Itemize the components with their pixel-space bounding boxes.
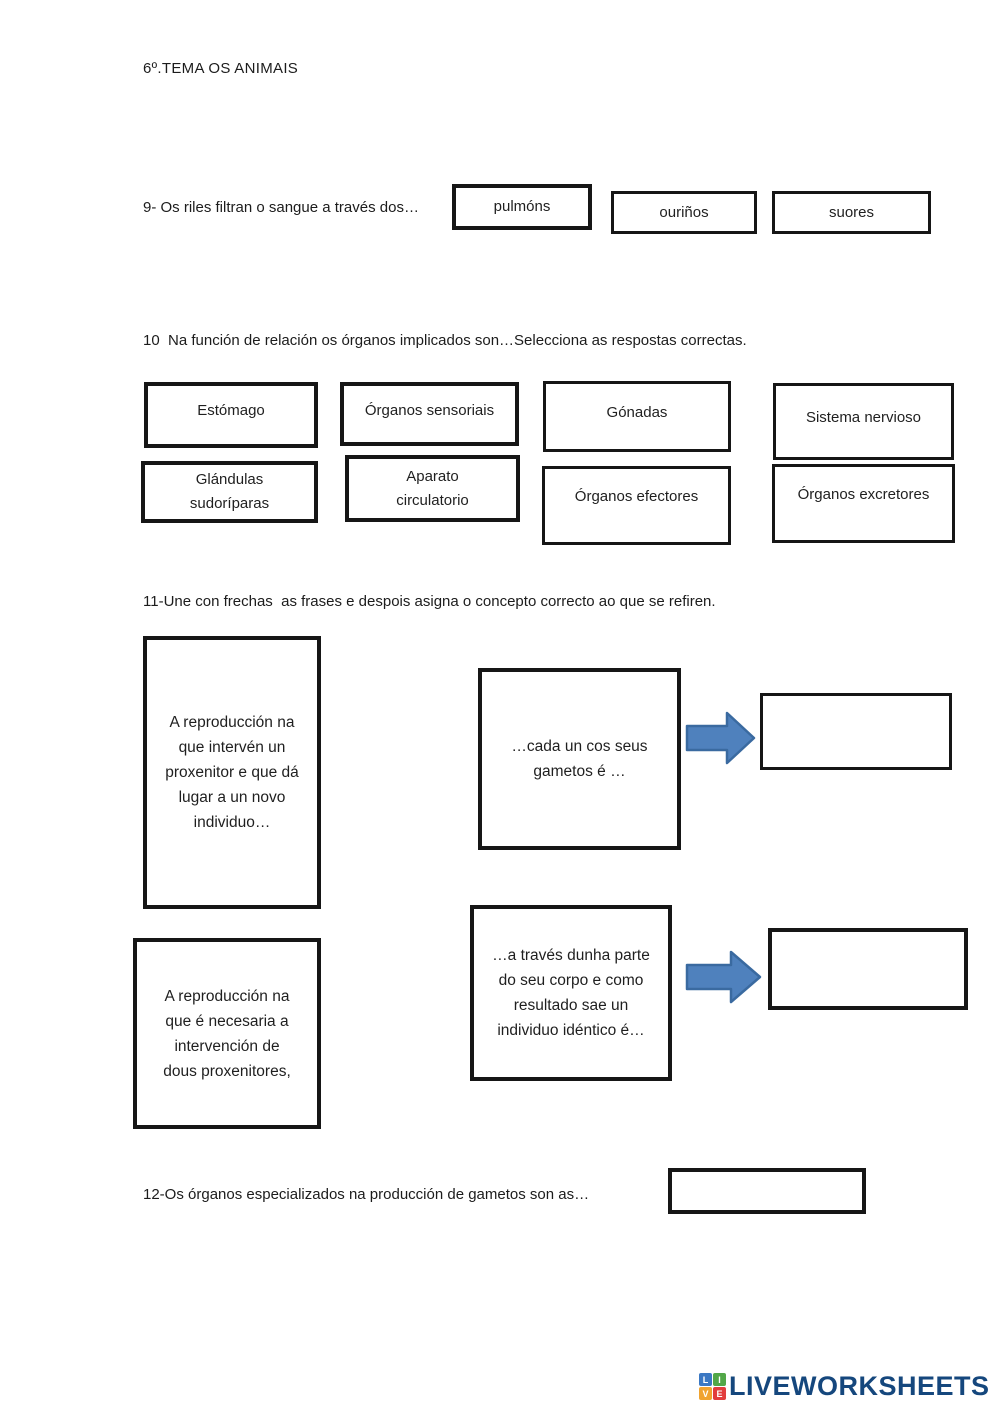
arrow-right-icon: [685, 949, 763, 1012]
q11-answer-box-1[interactable]: [760, 693, 952, 770]
q10-option-aparato-circulatorio[interactable]: Aparato circulatorio: [345, 455, 520, 522]
q10-option-gonadas[interactable]: Gónadas: [543, 381, 731, 452]
q11-answer-box-2[interactable]: [768, 928, 968, 1010]
q9-prompt: 9- Os riles filtran o sangue a través do…: [143, 199, 419, 216]
q10-option-estomago[interactable]: Estómago: [144, 382, 318, 448]
logo-letter-v: V: [699, 1387, 712, 1400]
brand-name: LIVEWORKSHEETS: [729, 1371, 990, 1401]
arrow-right-shape: [685, 950, 762, 1004]
q12-answer-box[interactable]: [668, 1168, 866, 1214]
liveworksheets-logo-icon: L I V E: [699, 1373, 726, 1400]
q11-left-box-1[interactable]: A reproducción na que intervén un proxen…: [143, 636, 321, 909]
q11-left-box-2[interactable]: A reproducción na que é necesaria a inte…: [133, 938, 321, 1129]
q9-option-pulmons[interactable]: pulmóns: [452, 184, 592, 230]
page-title: 6º.TEMA OS ANIMAIS: [143, 60, 299, 77]
q10-option-organos-sensoriais[interactable]: Órganos sensoriais: [340, 382, 519, 446]
q10-option-glandulas-sudoriparas[interactable]: Glándulas sudoríparas: [141, 461, 318, 523]
q11-middle-box-2[interactable]: …a través dunha parte do seu corpo e com…: [470, 905, 672, 1081]
q11-prompt: 11-Une con frechas as frases e despois a…: [143, 593, 716, 610]
q10-option-sistema-nervioso[interactable]: Sistema nervioso: [773, 383, 954, 460]
logo-letter-i: I: [713, 1373, 726, 1386]
q11-middle-box-1[interactable]: …cada un cos seus gametos é …: [478, 668, 681, 850]
q9-option-ourinos[interactable]: ouriños: [611, 191, 757, 234]
logo-letter-l: L: [699, 1373, 712, 1386]
q12-prompt: 12-Os órganos especializados na producci…: [143, 1186, 590, 1203]
arrow-right-icon: [685, 710, 757, 773]
q10-option-organos-excretores[interactable]: Órganos excretores: [772, 464, 955, 543]
q10-prompt: 10 Na función de relación os órganos imp…: [143, 332, 747, 349]
logo-letter-e: E: [713, 1387, 726, 1400]
q9-option-suores[interactable]: suores: [772, 191, 931, 234]
liveworksheets-logo: L I V E LIVEWORKSHEETS: [699, 1371, 990, 1402]
q10-option-organos-efectores[interactable]: Órganos efectores: [542, 466, 731, 545]
arrow-right-shape: [685, 711, 756, 765]
